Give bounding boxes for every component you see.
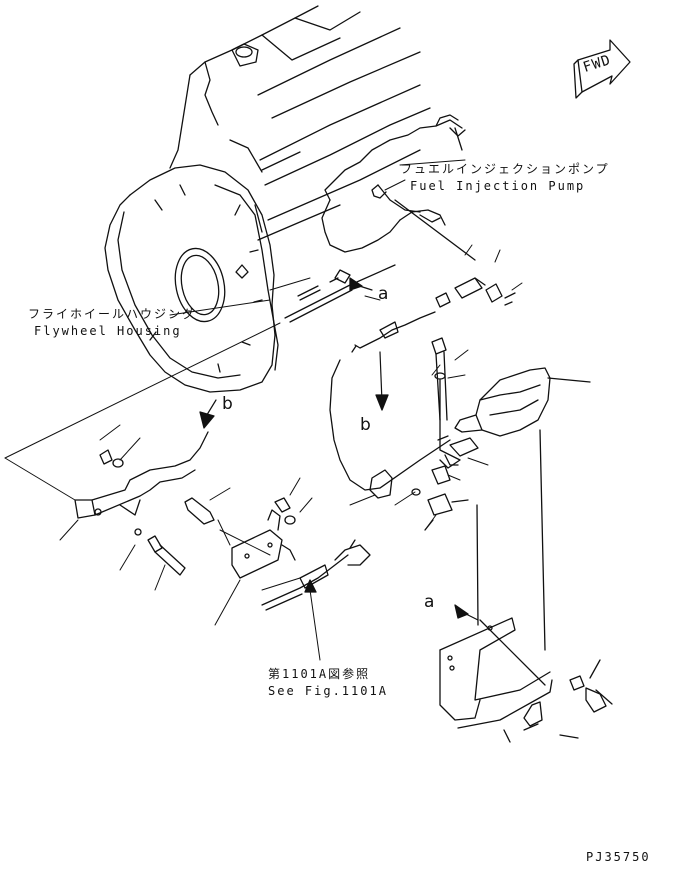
see-fig-label-en: See Fig.1101A	[268, 684, 388, 698]
actuator-motor	[437, 367, 591, 466]
left-bracket	[74, 431, 215, 576]
part-leaders	[59, 349, 489, 626]
ref-b-left: b	[222, 394, 233, 414]
part-code: PJ35750	[586, 850, 651, 864]
ref-b-right: b	[360, 415, 371, 435]
flywheel-label-en: Flywheel Housing	[34, 324, 182, 338]
reference-arrows	[199, 277, 479, 661]
see-fig-label-jp: 第1101A図参照	[268, 667, 371, 681]
guide-lines	[4, 322, 281, 556]
fuel-pump-label-jp: フュエルインジェクションポンプ	[400, 162, 610, 176]
flywheel-housing	[104, 164, 279, 393]
leader-lines	[169, 159, 523, 591]
see-fig-cable	[261, 539, 371, 611]
nut-cluster	[435, 277, 516, 308]
flywheel-label-jp: フライホイールハウジング	[28, 307, 197, 321]
mid-bracket	[231, 497, 296, 579]
right-bracket	[439, 429, 613, 743]
ref-a-upper: a	[378, 284, 389, 304]
ref-a-lower: a	[424, 592, 435, 612]
fuel-injection-pump	[321, 114, 476, 261]
engine-block	[169, 5, 431, 291]
fuel-pump-label-en: Fuel Injection Pump	[410, 179, 586, 193]
right-bolts	[411, 337, 469, 531]
fwd-arrow-icon	[573, 39, 631, 99]
